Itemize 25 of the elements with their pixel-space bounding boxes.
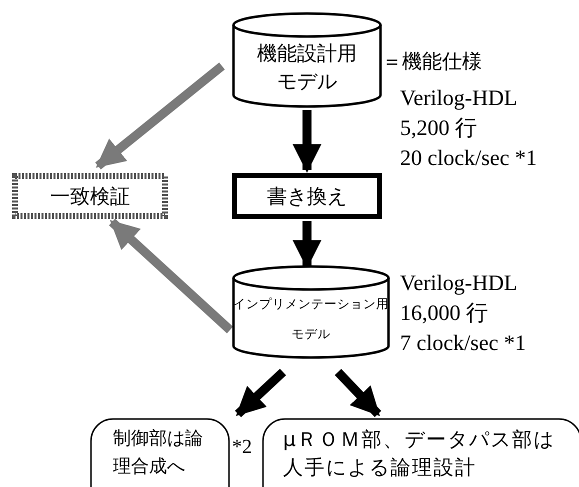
annotation-text: 16,000 行 <box>400 299 489 327</box>
note-box <box>262 418 579 487</box>
process-box <box>232 173 382 219</box>
note-box <box>90 418 230 487</box>
annotation-text: Verilog-HDL <box>400 84 518 112</box>
arrow <box>292 110 322 173</box>
footnote-mark: *2 <box>232 435 253 460</box>
annotation-text: 5,200 行 <box>400 114 478 142</box>
arrow <box>334 368 382 418</box>
annotation-text: 7 clock/sec *1 <box>400 329 527 357</box>
node-text: 書き換え <box>266 183 348 210</box>
annotation-text: Verilog-HDL <box>400 269 518 297</box>
node-text: 一致検証 <box>49 183 131 210</box>
node-text: 制御部は論理合成へ <box>112 427 204 479</box>
node-text: インプリメンテーション用モデル <box>233 295 389 343</box>
annotation-text: 20 clock/sec *1 <box>400 144 538 172</box>
model-cylinder <box>232 12 382 108</box>
process-box <box>12 173 168 219</box>
arrow <box>108 218 234 334</box>
model-cylinder <box>232 265 390 359</box>
node-text: 機能設計用モデル <box>256 40 358 95</box>
node-text: μＲＯＭ部、データパス部は人手による論理設計 <box>282 426 556 481</box>
arrow <box>95 62 225 170</box>
arrow <box>234 368 286 418</box>
annotation-text: ＝機能仕様 <box>382 48 483 75</box>
